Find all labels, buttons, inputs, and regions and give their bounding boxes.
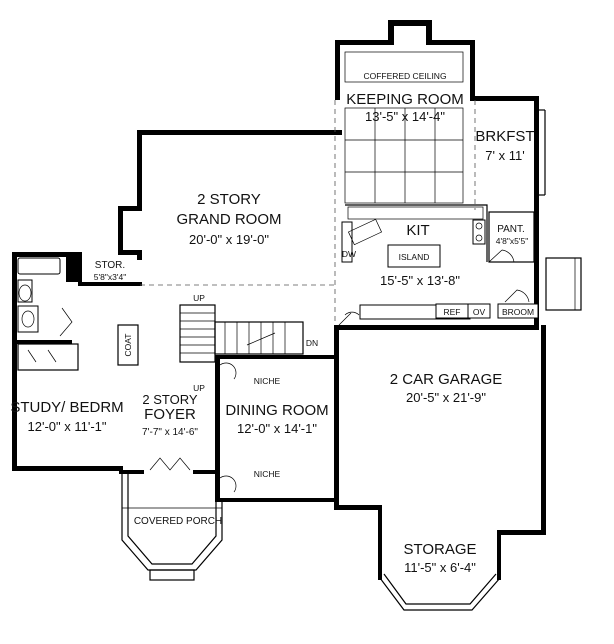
storage-closet-dim: 5'8"x3'4" [94,272,126,282]
brkfst-name: BRKFST [475,128,534,145]
walls [12,20,546,580]
ref-label: REF [444,307,461,317]
foyer-line1: 2 STORY [142,392,197,407]
keeping-room-name: KEEPING ROOM [346,91,464,108]
garage-dim: 20'-5" x 21'-9" [406,390,486,405]
study-name: STUDY/ BEDRM [10,399,123,416]
stair-up-bottom: UP [193,383,205,393]
grand-room-dim: 20'-0" x 19'-0" [189,232,269,247]
foyer-line2: FOYER [144,406,196,423]
dw-label: DW [342,249,356,259]
kit-dim: 15'-5" x 13'-8" [380,273,460,288]
brkfst-dim: 7' x 11' [485,148,524,163]
storage-name: STORAGE [403,541,476,558]
storage-dim: 11'-5" x 6'-4" [404,560,476,575]
dining-name: DINING ROOM [225,402,328,419]
grand-room-line2: GRAND ROOM [177,211,282,228]
niche-bottom-label: NICHE [254,469,281,479]
keeping-room-dim: 13'-5" x 14'-4" [365,109,445,124]
covered-porch-label: COVERED PORCH [134,516,222,527]
fixtures [17,51,582,611]
room-labels: COFFERED CEILING KEEPING ROOM 13'-5" x 1… [10,71,534,575]
storage-closet-name: STOR. [95,260,125,271]
ov-label: OV [473,307,486,317]
stair-up-top: UP [193,293,205,303]
pantry-dim: 4'8"x5'5" [496,236,528,246]
stair-down: DN [306,338,318,348]
broom-label: BROOM [502,307,534,317]
study-dim: 12'-0" x 11'-1" [28,419,107,434]
fixture-labels: DW REF OV BROOM COAT NICHE NICHE UP UP D… [123,249,534,479]
garage-name: 2 CAR GARAGE [390,371,503,388]
island-label: ISLAND [399,252,430,262]
pantry-name: PANT. [497,224,525,235]
foyer-dim: 7'-7" x 14'-6" [142,427,198,438]
coat-label: COAT [123,334,133,357]
dining-dim: 12'-0" x 14'-1" [237,421,317,436]
niche-top-label: NICHE [254,376,281,386]
kit-name: KIT [406,222,429,239]
grand-room-line1: 2 STORY [197,191,261,208]
coffered-ceiling-label: COFFERED CEILING [363,71,446,81]
